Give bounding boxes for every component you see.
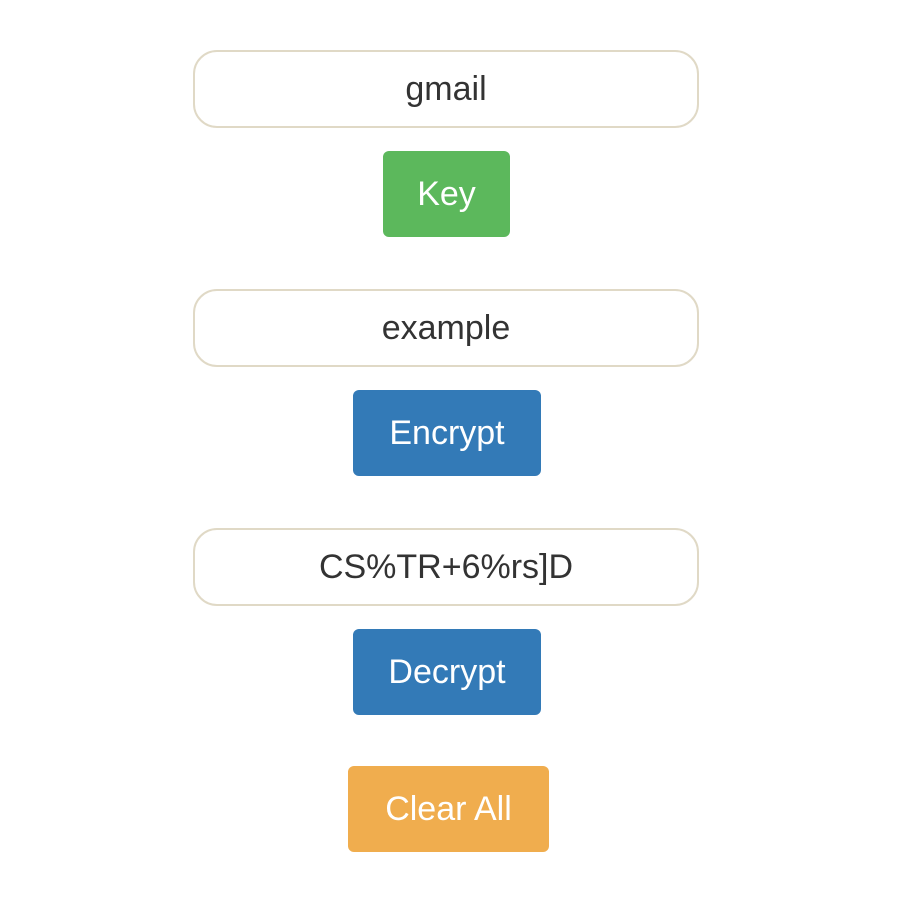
clear-all-button[interactable]: Clear All — [348, 766, 549, 852]
key-input[interactable] — [193, 50, 699, 128]
key-button[interactable]: Key — [383, 151, 510, 237]
encrypt-button[interactable]: Encrypt — [353, 390, 541, 476]
plaintext-input[interactable] — [193, 289, 699, 367]
decrypt-button[interactable]: Decrypt — [353, 629, 541, 715]
ciphertext-input[interactable] — [193, 528, 699, 606]
